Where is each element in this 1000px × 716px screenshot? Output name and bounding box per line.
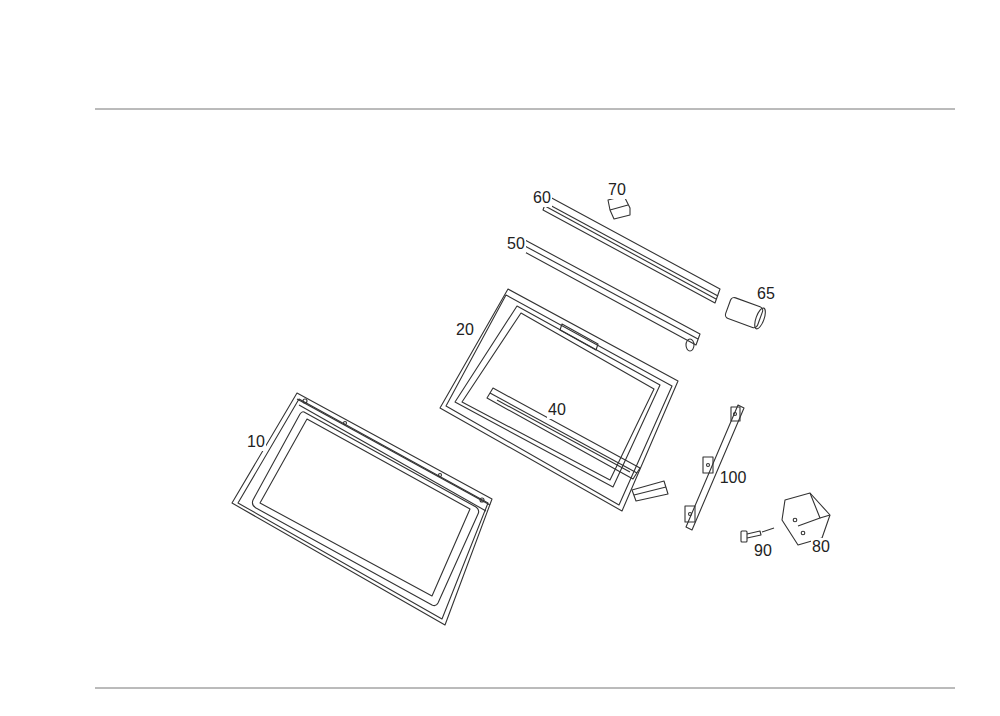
callout-number: 90 — [753, 542, 773, 560]
callout-number: 70 — [607, 181, 627, 199]
callout-number: 80 — [811, 538, 831, 556]
seal-strip — [521, 240, 700, 351]
rule-line — [95, 109, 955, 110]
callout-number: 100 — [719, 469, 748, 487]
callout-number: 40 — [547, 401, 567, 419]
glass-panel — [232, 393, 492, 625]
clip — [608, 196, 630, 219]
rule-line — [95, 688, 955, 689]
callout-number: 65 — [756, 285, 776, 303]
window-frame — [440, 289, 678, 511]
callout-number: 10 — [246, 433, 266, 451]
callout-number: 60 — [532, 189, 552, 207]
callout-number: 20 — [455, 321, 475, 339]
bolt — [741, 528, 774, 542]
callout-number: 50 — [506, 235, 526, 253]
hinge-rail — [685, 405, 744, 530]
trim-strip — [543, 196, 720, 303]
